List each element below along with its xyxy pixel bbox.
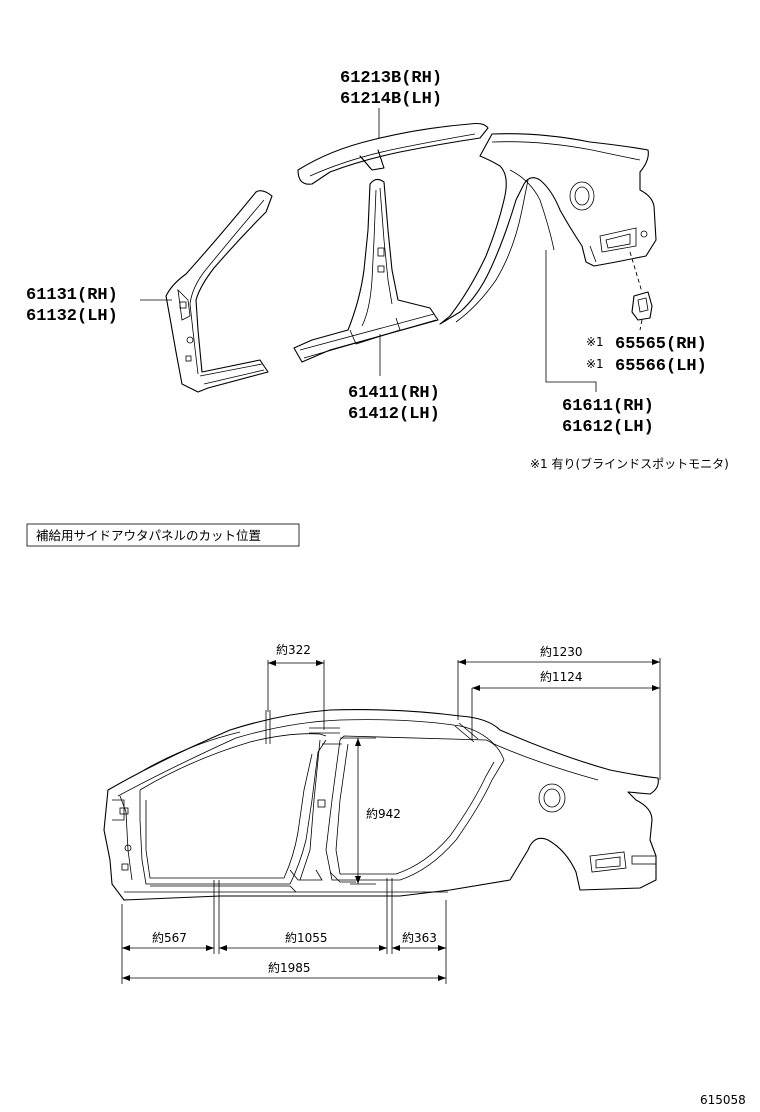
dim-1985: 約1985 bbox=[268, 960, 311, 975]
part-number-61612: 61612(LH) bbox=[562, 418, 654, 437]
leader-lines bbox=[140, 108, 597, 392]
front-pillar-part bbox=[165, 190, 273, 393]
side-outer-panel bbox=[103, 709, 659, 901]
part-number-65565: 65565(RH) bbox=[615, 335, 707, 354]
dim-363: 約363 bbox=[402, 930, 437, 945]
dim-1055: 約1055 bbox=[285, 930, 328, 945]
dim-322: 約322 bbox=[276, 642, 311, 657]
part-number-65566: 65566(LH) bbox=[615, 357, 707, 376]
figure-number: 615058 bbox=[700, 1093, 746, 1107]
roof-rail-part bbox=[297, 122, 489, 185]
part-number-61213b: 61213B(RH) bbox=[340, 69, 442, 88]
monitor-note: ※1 有り(ブラインドスポットモニタ) bbox=[530, 456, 729, 471]
cut-lines bbox=[213, 710, 479, 954]
part-number-61131: 61131(RH) bbox=[26, 286, 118, 305]
part-number-61214b: 61214B(LH) bbox=[340, 90, 442, 109]
dimension-lines bbox=[121, 658, 661, 984]
part-number-61611: 61611(RH) bbox=[562, 397, 654, 416]
monitor-mark-rh: ※1 bbox=[586, 335, 604, 349]
dim-1124: 約1124 bbox=[540, 669, 583, 684]
quarter-panel-part bbox=[439, 133, 657, 325]
monitor-part bbox=[629, 251, 653, 331]
monitor-mark-lh: ※1 bbox=[586, 357, 604, 371]
dim-942: 約942 bbox=[366, 806, 401, 821]
part-number-61411: 61411(RH) bbox=[348, 384, 440, 403]
cut-section-label-box bbox=[26, 523, 300, 547]
center-pillar-part bbox=[293, 178, 439, 363]
part-number-61132: 61132(LH) bbox=[26, 307, 118, 326]
dim-1230: 約1230 bbox=[540, 644, 583, 659]
cut-section-label: 補給用サイドアウタパネルのカット位置 bbox=[36, 528, 261, 543]
dim-567: 約567 bbox=[152, 930, 187, 945]
part-number-61412: 61412(LH) bbox=[348, 405, 440, 424]
